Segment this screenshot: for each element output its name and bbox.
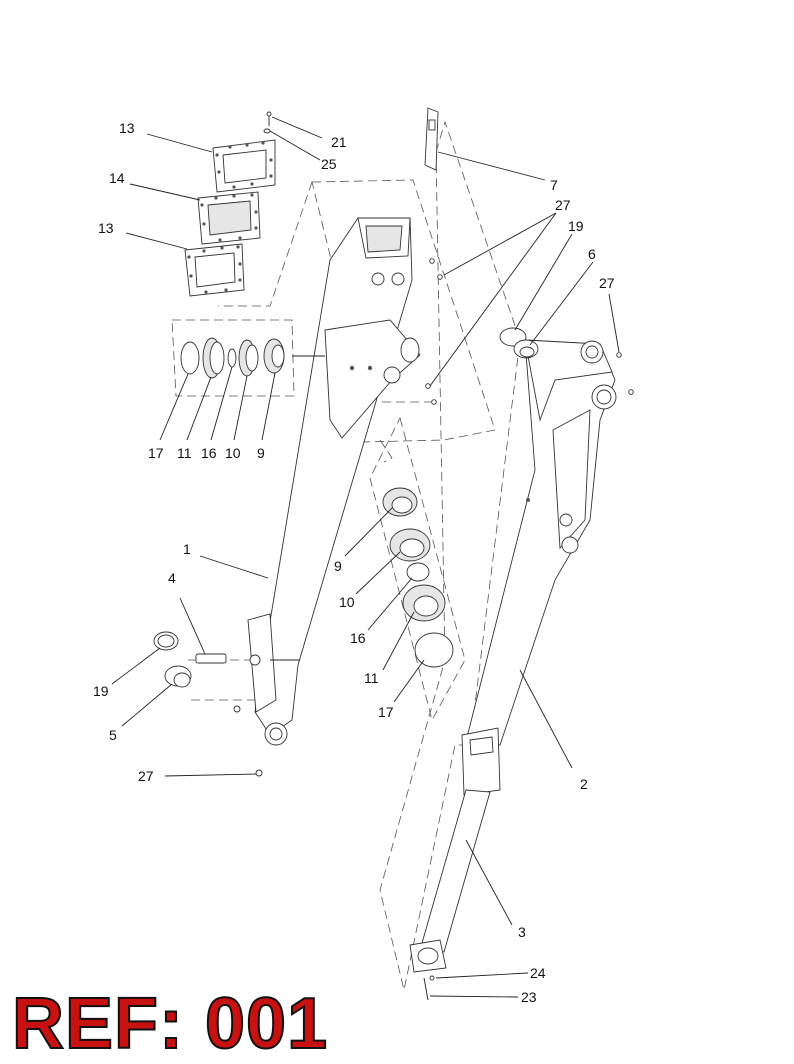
callout-17-center: 17	[378, 704, 394, 720]
arm-1	[247, 217, 421, 746]
callout-2: 2	[580, 776, 588, 792]
callout-19-right: 19	[568, 218, 584, 234]
key-plate	[424, 107, 439, 171]
callout-27-upper: 27	[555, 197, 571, 213]
callout-27-bottom: 27	[138, 768, 154, 784]
gasket-plate-bottom	[184, 243, 245, 297]
callout-16-left: 16	[201, 445, 217, 461]
screw-and-washer-top	[263, 111, 272, 134]
arm-2	[461, 327, 617, 796]
inner-tube-3	[409, 789, 491, 1001]
reference-label: REF: 001	[11, 983, 329, 1064]
callout-19-left: 19	[93, 683, 109, 699]
callout-14: 14	[109, 170, 125, 186]
callout-9-center: 9	[334, 558, 342, 574]
callout-23: 23	[521, 989, 537, 1005]
left-pin-assembly	[153, 631, 227, 688]
callout-11-left: 11	[177, 445, 192, 461]
callout-9-left: 9	[257, 445, 265, 461]
callout-10-left: 10	[225, 445, 241, 461]
assembly-outlines	[171, 120, 521, 991]
callout-27-right: 27	[599, 275, 615, 291]
callout-7: 7	[550, 177, 558, 193]
callout-21: 21	[331, 134, 347, 150]
callout-3: 3	[518, 924, 526, 940]
cylinder-stack-center	[382, 487, 454, 668]
gasket-plate-top	[212, 139, 276, 193]
mounting-plate-middle	[197, 191, 261, 245]
callout-10-center: 10	[339, 594, 355, 610]
callout-4: 4	[168, 570, 176, 586]
callout-13-upper: 13	[119, 120, 135, 136]
callout-11-center: 11	[364, 670, 379, 686]
callout-6: 6	[588, 246, 596, 262]
callout-13-lower: 13	[98, 220, 114, 236]
callout-16-center: 16	[350, 630, 366, 646]
callout-17-left: 17	[148, 445, 164, 461]
callout-labels: 13 21 25 14 13 7 27 19 6 27 17 11 16 10 …	[93, 120, 615, 1005]
callout-1: 1	[183, 541, 191, 557]
callout-25: 25	[321, 156, 337, 172]
callout-5: 5	[109, 727, 117, 743]
callout-24: 24	[530, 965, 546, 981]
cylinder-stack-left	[180, 337, 325, 379]
leader-lines	[111, 116, 620, 998]
